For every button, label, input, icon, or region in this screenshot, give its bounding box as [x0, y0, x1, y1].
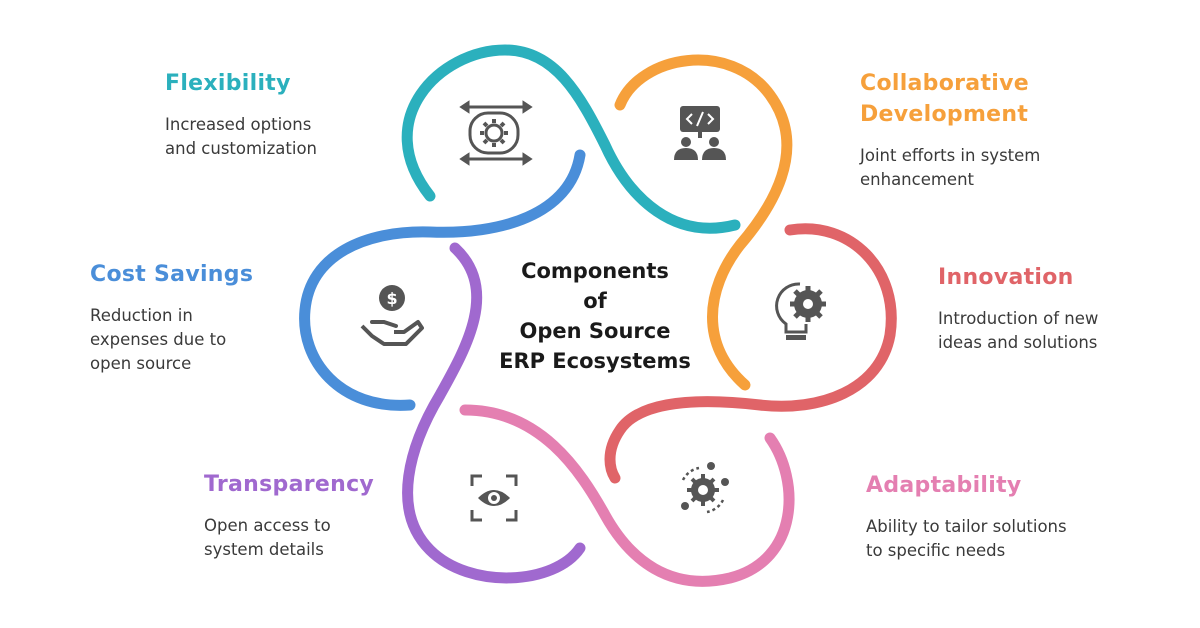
- flexibility-label: Flexibility Increased options and custom…: [165, 68, 375, 161]
- diagram-title: Components of Open Source ERP Ecosystems: [490, 256, 700, 376]
- svg-text:$: $: [386, 289, 397, 308]
- adaptability-desc-line: to specific needs: [866, 541, 1006, 560]
- title-line: of: [583, 289, 607, 313]
- innovation-title: Innovation: [938, 265, 1074, 290]
- collaborative-title-line: Collaborative: [860, 71, 1029, 96]
- cost-savings-desc-line: expenses due to: [90, 330, 227, 349]
- title-line: Open Source: [519, 319, 671, 343]
- collaborative-title-line: Development: [860, 102, 1029, 127]
- transparency-arc: [402, 242, 586, 584]
- transparency-title: Transparency: [204, 472, 375, 497]
- transparency-desc-line: system details: [204, 540, 324, 559]
- collaborative-desc-line: Joint efforts in system: [860, 146, 1041, 165]
- eye-focus-icon: [470, 474, 518, 522]
- innovation-label: Innovation Introduction of new ideas and…: [938, 262, 1158, 355]
- collaborative-title: Collaborative Development: [860, 68, 1100, 130]
- cost-savings-arc: [299, 149, 586, 411]
- transparency-desc-line: Open access to: [204, 516, 331, 535]
- innovation-desc-line: Introduction of new: [938, 309, 1099, 328]
- cost-savings-label: Cost Savings Reduction in expenses due t…: [90, 259, 290, 376]
- innovation-arc: [604, 223, 897, 484]
- collaborative-arc: [614, 54, 793, 391]
- flexibility-arc: [401, 44, 741, 234]
- hand-coin-icon: $: [360, 285, 424, 346]
- collaborative-label: Collaborative Development Joint efforts …: [860, 68, 1100, 192]
- cost-savings-title: Cost Savings: [90, 262, 254, 287]
- adaptability-title: Adaptability: [866, 473, 1022, 498]
- cost-savings-desc-line: open source: [90, 354, 192, 373]
- title-line: Components: [521, 259, 669, 283]
- flexibility-desc-line: and customization: [165, 139, 318, 158]
- innovation-desc-line: ideas and solutions: [938, 333, 1098, 352]
- cost-savings-desc-line: Reduction in: [90, 306, 193, 325]
- developer-team-icon: [674, 106, 726, 160]
- transparency-label: Transparency Open access to system detai…: [204, 469, 404, 562]
- flexibility-desc-line: Increased options: [165, 115, 312, 134]
- adaptability-desc-line: Ability to tailor solutions: [866, 517, 1067, 536]
- adaptability-arc: [459, 404, 795, 587]
- gear-cycle-icon: [681, 462, 729, 514]
- refresh-gear-icon: [459, 100, 533, 166]
- lightbulb-gear-icon: [775, 282, 826, 340]
- adaptability-label: Adaptability Ability to tailor solutions…: [866, 470, 1126, 563]
- flexibility-title: Flexibility: [165, 71, 291, 96]
- title-line: ERP Ecosystems: [499, 349, 691, 373]
- collaborative-desc-line: enhancement: [860, 170, 975, 189]
